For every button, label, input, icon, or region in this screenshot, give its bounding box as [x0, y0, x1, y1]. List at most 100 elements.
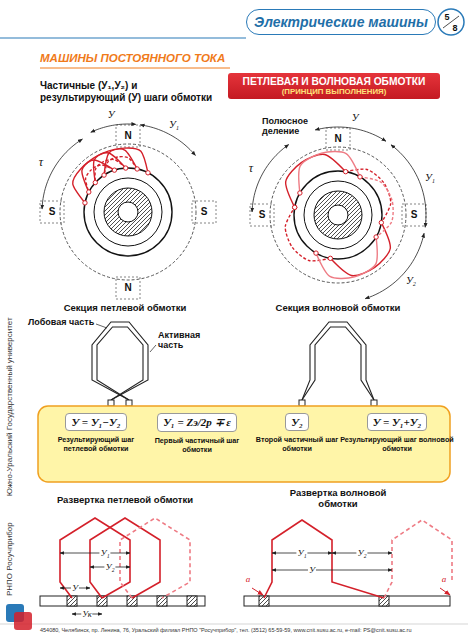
loop-development — [40, 518, 205, 614]
winding-connection — [86, 165, 115, 192]
formula-box: У₂ Второй частичный шаг обмотки — [250, 412, 344, 453]
conductor — [123, 166, 127, 170]
conductor — [83, 201, 87, 205]
figure-caption: Развертка петлевой обмотки — [57, 495, 193, 506]
coil-terminal — [126, 400, 132, 406]
step-symbol: У — [71, 584, 79, 593]
winding-connection — [104, 157, 137, 175]
leader-line — [96, 324, 107, 328]
part-name: Лобовая часть — [28, 317, 94, 327]
heading-rule — [40, 68, 230, 69]
coil-wire — [302, 327, 374, 400]
step-symbol: Ук — [81, 610, 92, 619]
conductor — [328, 256, 332, 260]
armature — [294, 171, 382, 259]
winding-connection — [94, 149, 137, 183]
figure-caption: Секция петлевой обмотки — [64, 303, 187, 314]
pole-letter: N — [124, 130, 131, 142]
section-heading: МАШИНЫ ПОСТОЯННОГО ТОКА — [40, 52, 225, 65]
formula: У₁ = Zэ/2p ∓ ε — [157, 413, 237, 432]
armature-core — [94, 178, 162, 246]
formula-box: У₁ = Zэ/2p ∓ ε Первый частичный шаг обмот… — [140, 412, 254, 454]
winding-connection — [285, 207, 330, 261]
conductor — [102, 173, 106, 177]
pole-pitch-arc — [252, 145, 289, 212]
step-arc — [391, 145, 426, 228]
leader-line — [150, 345, 156, 352]
annotation: Полюсное деление — [262, 116, 324, 137]
side-strip: РНПО РосучприборЮжно-Уральский Государст… — [4, 266, 15, 596]
wave-coil — [299, 322, 377, 406]
pole-letter: N — [124, 282, 131, 294]
formula-caption: Результирующий шаг петлевой обмотки — [44, 435, 148, 453]
winding-connection — [286, 154, 346, 207]
shaft — [328, 205, 348, 225]
formula-caption: Первый частичный шаг обмотки — [140, 436, 254, 454]
coil-side — [264, 520, 384, 598]
pole-letter: S — [259, 209, 266, 221]
figure-caption: Секция волновой обмотки — [276, 303, 401, 314]
formula: У = У₁−У₂ — [65, 413, 126, 431]
logo-square — [14, 612, 32, 630]
winding-connection — [330, 223, 390, 276]
footer-address: 454080, Челябинск, пр. Ленина, 76, Ураль… — [40, 627, 412, 633]
pole-outline — [402, 204, 426, 226]
winding-connection — [316, 237, 377, 278]
step-arc — [315, 127, 386, 141]
winding-connection — [360, 177, 393, 237]
step-symbol: У₂ — [104, 563, 115, 572]
wave-development — [244, 520, 452, 606]
formula: У = У₁+У₂ — [367, 413, 428, 431]
coil-wire — [97, 327, 143, 400]
conductor — [292, 205, 296, 209]
conductor — [146, 171, 150, 175]
pole-pitch-symbol: τ — [249, 162, 253, 176]
formula-caption: Второй частичный шаг обмотки — [250, 435, 344, 453]
winding-connection — [104, 148, 148, 175]
step-symbol: У — [108, 109, 115, 121]
coil-wire — [92, 322, 148, 400]
formula-caption: Результирующий шаг волновой обмотки — [340, 435, 454, 453]
current-symbol: a — [442, 574, 447, 584]
armature — [84, 168, 172, 256]
step-dimension — [60, 553, 130, 554]
loop-coil — [92, 322, 156, 406]
conductor — [93, 180, 97, 184]
armature-core — [304, 181, 372, 249]
formula: У₂ — [285, 413, 309, 431]
commutator — [104, 188, 152, 236]
conductor — [292, 205, 296, 209]
shaft — [118, 202, 138, 222]
step-symbol: У₂ — [406, 275, 416, 287]
conductor — [358, 175, 362, 179]
conductor — [87, 190, 91, 194]
pole-outline — [116, 277, 140, 299]
pole-letter: S — [201, 206, 208, 218]
winding-connection — [346, 169, 391, 223]
figure-caption: Развертка волновой обмотки — [283, 488, 393, 510]
winding-connection — [95, 159, 126, 182]
pole-outline — [250, 204, 274, 226]
winding-connection — [299, 152, 360, 193]
pole-letter: N — [334, 133, 341, 145]
banner-subtitle: (ПРИНЦИП ВЫПОЛНЕНИЯ) — [232, 87, 436, 96]
commutator-strip — [40, 596, 205, 606]
conductor — [112, 168, 116, 172]
publisher-credit: РНПО Росучприбор — [5, 522, 14, 596]
page-number: 5 — [444, 12, 449, 22]
topic-banner: ПЕТЛЕВАЯ И ВОЛНОВАЯ ОБМОТКИ(ПРИНЦИП ВЫПО… — [228, 73, 440, 99]
conductor — [314, 251, 318, 255]
pole-pitch-symbol: τ — [39, 156, 43, 170]
pole-outline — [40, 201, 64, 223]
coil-terminal — [299, 400, 305, 406]
page-number: 8 — [452, 23, 457, 33]
footer-rule — [0, 624, 468, 625]
step-symbol: У₂ — [356, 549, 367, 558]
step-dimension — [272, 570, 392, 571]
current-symbol: a — [246, 574, 251, 584]
banner-title: ПЕТЛЕВАЯ И ВОЛНОВАЯ ОБМОТКИ — [232, 76, 436, 87]
header-tab: Электрические машины — [246, 9, 436, 35]
coil-side — [120, 518, 190, 598]
commutator-segment — [187, 596, 197, 606]
